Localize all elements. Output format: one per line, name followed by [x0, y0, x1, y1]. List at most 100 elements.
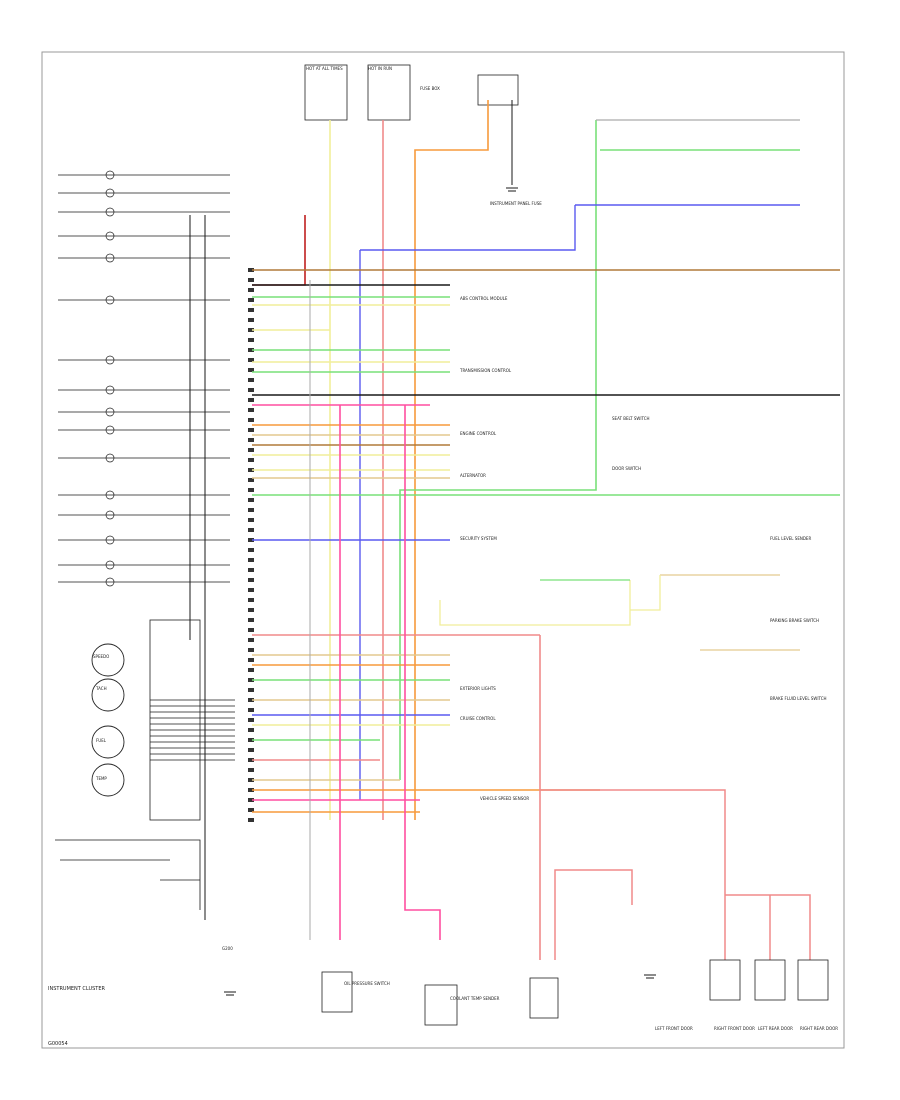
label-coolant-temp: COOLANT TEMP SENDER	[450, 996, 500, 1001]
label-exterior-lights: EXTERIOR LIGHTS	[460, 686, 496, 691]
connector-pin	[248, 268, 254, 272]
label-hot-in-run: HOT IN RUN	[368, 66, 392, 71]
label-hot-at-all-times: HOT AT ALL TIMES	[306, 66, 343, 71]
indicator-lamp-8	[105, 407, 115, 417]
label-instrument-panel: INSTRUMENT PANEL FUSE	[490, 201, 542, 206]
connector-pin	[248, 418, 254, 422]
connector-pin	[248, 508, 254, 512]
label-fuel: FUEL	[96, 738, 107, 743]
connector-pin	[248, 818, 254, 822]
connector-pin	[248, 408, 254, 412]
connector-pin	[248, 288, 254, 292]
connector-pin	[248, 328, 254, 332]
connector-pin	[248, 638, 254, 642]
door-switch-0	[709, 959, 741, 1001]
connector-pin	[248, 738, 254, 742]
indicator-lamp-9	[105, 425, 115, 435]
connector-pin	[248, 278, 254, 282]
connector-pin	[248, 558, 254, 562]
wire-red-right-3	[554, 869, 633, 960]
fuse-box-relay	[477, 74, 519, 106]
connector-pin	[248, 688, 254, 692]
label-brake-switch: PARKING BRAKE SWITCH	[770, 618, 819, 623]
indicator-lamp-15	[105, 577, 115, 587]
connector-pin	[248, 808, 254, 812]
diagram-figure-id: G00054	[48, 1041, 68, 1047]
label-left-front: LEFT FRONT DOOR	[655, 1026, 693, 1031]
indicator-lamp-2	[105, 207, 115, 217]
gauge-2	[91, 725, 125, 759]
indicator-lamp-14	[105, 560, 115, 570]
indicator-lamp-11	[105, 490, 115, 500]
label-trans-control: TRANSMISSION CONTROL	[459, 368, 512, 373]
label-right-rear: RIGHT REAR DOOR	[800, 1026, 838, 1031]
lower-left-wire	[55, 839, 201, 910]
connector-pin	[248, 608, 254, 612]
label-security: SECURITY SYSTEM	[460, 536, 497, 541]
indicator-lamp-12	[105, 510, 115, 520]
connector-pin	[248, 438, 254, 442]
label-vss: VEHICLE SPEED SENSOR	[480, 796, 529, 801]
label-speedo: SPEEDO	[93, 654, 109, 659]
wire-blue-2	[360, 205, 576, 251]
connector-pin	[248, 318, 254, 322]
connector-pin	[248, 458, 254, 462]
connector-pin	[248, 498, 254, 502]
label-ground: G200	[222, 946, 233, 951]
wire-pink-down-2	[404, 405, 441, 940]
indicator-lamp-5	[105, 295, 115, 305]
label-fuse-box: FUSE BOX	[420, 86, 440, 91]
door-switch-1	[754, 959, 786, 1001]
connector-pin	[248, 768, 254, 772]
gauge-0	[91, 643, 125, 677]
gauge-1	[91, 678, 125, 712]
label-left-rear: LEFT REAR DOOR	[758, 1026, 793, 1031]
gauge-3	[91, 763, 125, 797]
label-temp: TEMP	[95, 776, 107, 781]
indicator-lamp-6	[105, 355, 115, 365]
label-fuel-sender: FUEL LEVEL SENDER	[770, 536, 811, 541]
label-engine-control: ENGINE CONTROL	[460, 431, 497, 436]
connector-pin	[248, 678, 254, 682]
wire-yellow-mid	[439, 580, 631, 626]
connector-pin	[248, 358, 254, 362]
label-abs-control: ABS CONTROL MODULE	[460, 296, 508, 301]
connector-pin	[248, 348, 254, 352]
connector-pin	[248, 368, 254, 372]
connector-pin	[248, 788, 254, 792]
connector-pin	[248, 338, 254, 342]
fuse-hot-in-run	[367, 64, 411, 121]
connector-pin	[248, 378, 254, 382]
connector-pin	[248, 298, 254, 302]
diagram-border	[41, 51, 845, 1049]
connector-pin	[248, 648, 254, 652]
connector-pin	[248, 478, 254, 482]
coolant-temp-sender	[424, 984, 458, 1026]
connector-pin	[248, 708, 254, 712]
fuse-hot-at-all-times	[304, 64, 348, 121]
connector-pin	[248, 598, 254, 602]
wire-red-right-2	[540, 789, 726, 960]
indicator-lamp-0	[105, 170, 115, 180]
connector-pin	[248, 548, 254, 552]
connector-pin	[248, 758, 254, 762]
connector-pin	[248, 528, 254, 532]
connector-pin	[248, 728, 254, 732]
connector-pin	[248, 658, 254, 662]
label-alternator: ALTERNATOR	[460, 473, 486, 478]
wire-red-right-4	[725, 894, 811, 960]
connector-pin	[248, 628, 254, 632]
label-brake-fluid: BRAKE FLUID LEVEL SWITCH	[770, 696, 827, 701]
connector-pin	[248, 518, 254, 522]
connector-pin	[248, 448, 254, 452]
indicator-lamp-10	[105, 453, 115, 463]
indicator-lamp-3	[105, 231, 115, 241]
label-oil-pressure: OIL PRESSURE SWITCH	[344, 981, 390, 986]
connector-pin	[248, 578, 254, 582]
connector-pin	[248, 488, 254, 492]
indicator-lamp-13	[105, 535, 115, 545]
door-switch-2	[797, 959, 829, 1001]
label-door-switch: DOOR SWITCH	[612, 466, 641, 471]
